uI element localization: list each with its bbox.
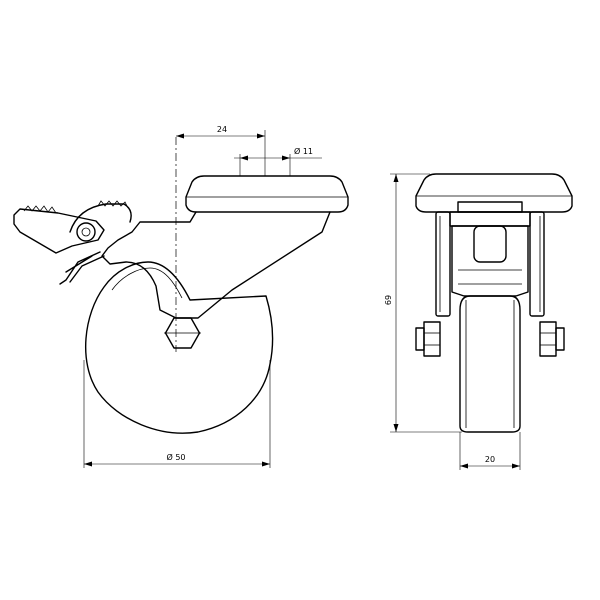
front-fork-leg-right bbox=[529, 211, 545, 317]
side-brake-tread bbox=[23, 205, 57, 214]
side-view bbox=[13, 175, 349, 434]
dimension-label: Ø 50 bbox=[166, 452, 185, 462]
side-wheel-inner bbox=[111, 267, 183, 299]
side-brake-hub-teeth bbox=[97, 200, 129, 209]
front-axle-washer-right bbox=[555, 327, 565, 351]
dimension-bolt-offset: 24 bbox=[176, 125, 266, 176]
dimension-label: 20 bbox=[485, 455, 495, 464]
dimension-arrow bbox=[393, 424, 399, 432]
front-axle-nut-left bbox=[423, 321, 441, 357]
dimension-arrow bbox=[240, 155, 248, 161]
front-axle-washer-left bbox=[415, 327, 425, 351]
front-brake-shoe bbox=[473, 225, 507, 263]
dimension-label: 69 bbox=[384, 295, 393, 305]
front-brake-shield bbox=[451, 225, 529, 297]
dimension-wheel-width: 20 bbox=[459, 432, 521, 470]
dimension-bolt-hole: Ø 11 bbox=[234, 146, 322, 176]
dimension-arrow bbox=[393, 174, 399, 182]
side-brake-pedal bbox=[13, 208, 105, 254]
front-swivel-housing bbox=[449, 211, 531, 227]
dimension-arrow bbox=[176, 133, 184, 139]
side-brake-pivot-inner bbox=[81, 227, 91, 237]
front-top-plate bbox=[415, 173, 573, 213]
side-brake-lever bbox=[59, 251, 105, 285]
dimension-arrow bbox=[84, 461, 92, 467]
dimension-arrow bbox=[257, 133, 265, 139]
side-fork bbox=[101, 211, 331, 319]
front-wheel bbox=[459, 295, 521, 433]
dimension-overall-height: 69 bbox=[384, 173, 462, 433]
side-brake-pivot-outer bbox=[76, 222, 96, 242]
dimension-arrow bbox=[512, 463, 520, 469]
dimension-label: Ø 11 bbox=[294, 146, 313, 156]
front-axle-nut-right bbox=[539, 321, 557, 357]
dimension-label: 24 bbox=[217, 125, 227, 134]
front-swivel-block bbox=[457, 201, 523, 213]
front-fork-leg-left bbox=[435, 211, 451, 317]
front-view bbox=[415, 173, 573, 433]
side-top-plate bbox=[185, 175, 349, 213]
dimension-arrow bbox=[460, 463, 468, 469]
dimension-arrow bbox=[282, 155, 290, 161]
side-wheel bbox=[85, 261, 274, 434]
dimension-wheel-diameter: Ø 50 bbox=[83, 360, 271, 468]
dimension-arrow bbox=[262, 461, 270, 467]
